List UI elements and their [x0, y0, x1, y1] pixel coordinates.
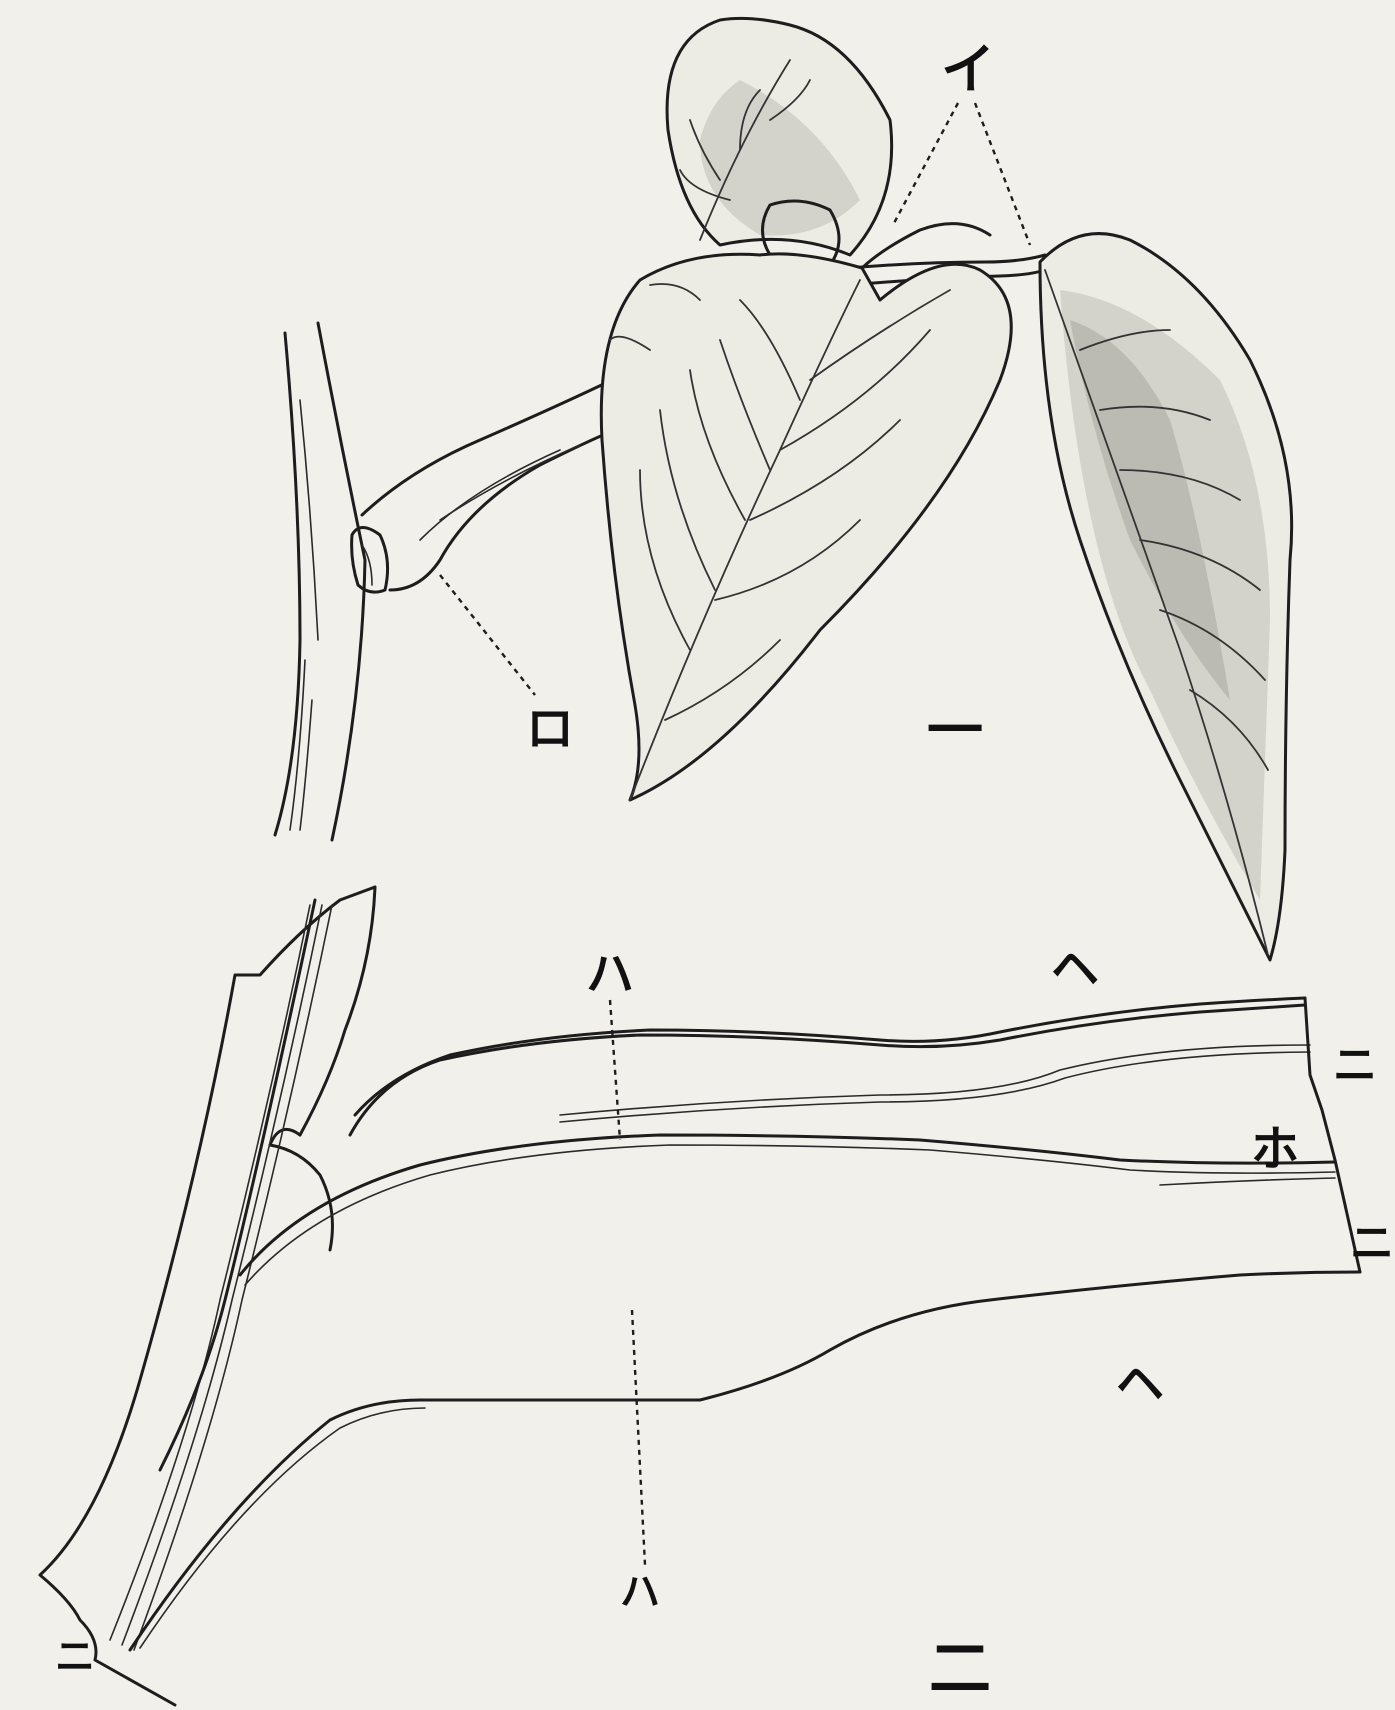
label-ha-bottom: ハ: [620, 1569, 660, 1615]
label-ni-left: ニ: [55, 1634, 95, 1680]
section-stem-outline: [40, 887, 375, 1705]
label-ro: ロ: [526, 701, 574, 757]
leader-line-ha-bottom: [632, 1310, 645, 1565]
label-ni-right-bottom: ニ: [1350, 1218, 1394, 1269]
leader-line-ha-top: [610, 1000, 620, 1140]
label-i: イ: [941, 38, 995, 101]
leader-line-ro: [440, 575, 535, 695]
label-ho: ホ: [1251, 1121, 1299, 1177]
label-ni-right-top: ニ: [1333, 1040, 1377, 1091]
main-stem: [275, 323, 365, 840]
figure-one-drawing: [275, 18, 1292, 960]
upper-back-leaf: [667, 18, 892, 268]
label-he-top: ヘ: [1051, 941, 1099, 997]
figure-number-one: 一: [927, 699, 983, 764]
leader-line-i-left: [893, 103, 958, 225]
figure-two-drawing: [40, 887, 1360, 1705]
figure-number-two: 二: [929, 1632, 991, 1705]
branch: [362, 380, 615, 590]
label-ha-top: ハ: [586, 946, 634, 1002]
right-hanging-leaf: [1040, 234, 1292, 960]
label-he-bottom: ヘ: [1116, 1356, 1164, 1412]
axillary-bud: [352, 528, 388, 593]
leader-line-i-right: [975, 103, 1030, 245]
